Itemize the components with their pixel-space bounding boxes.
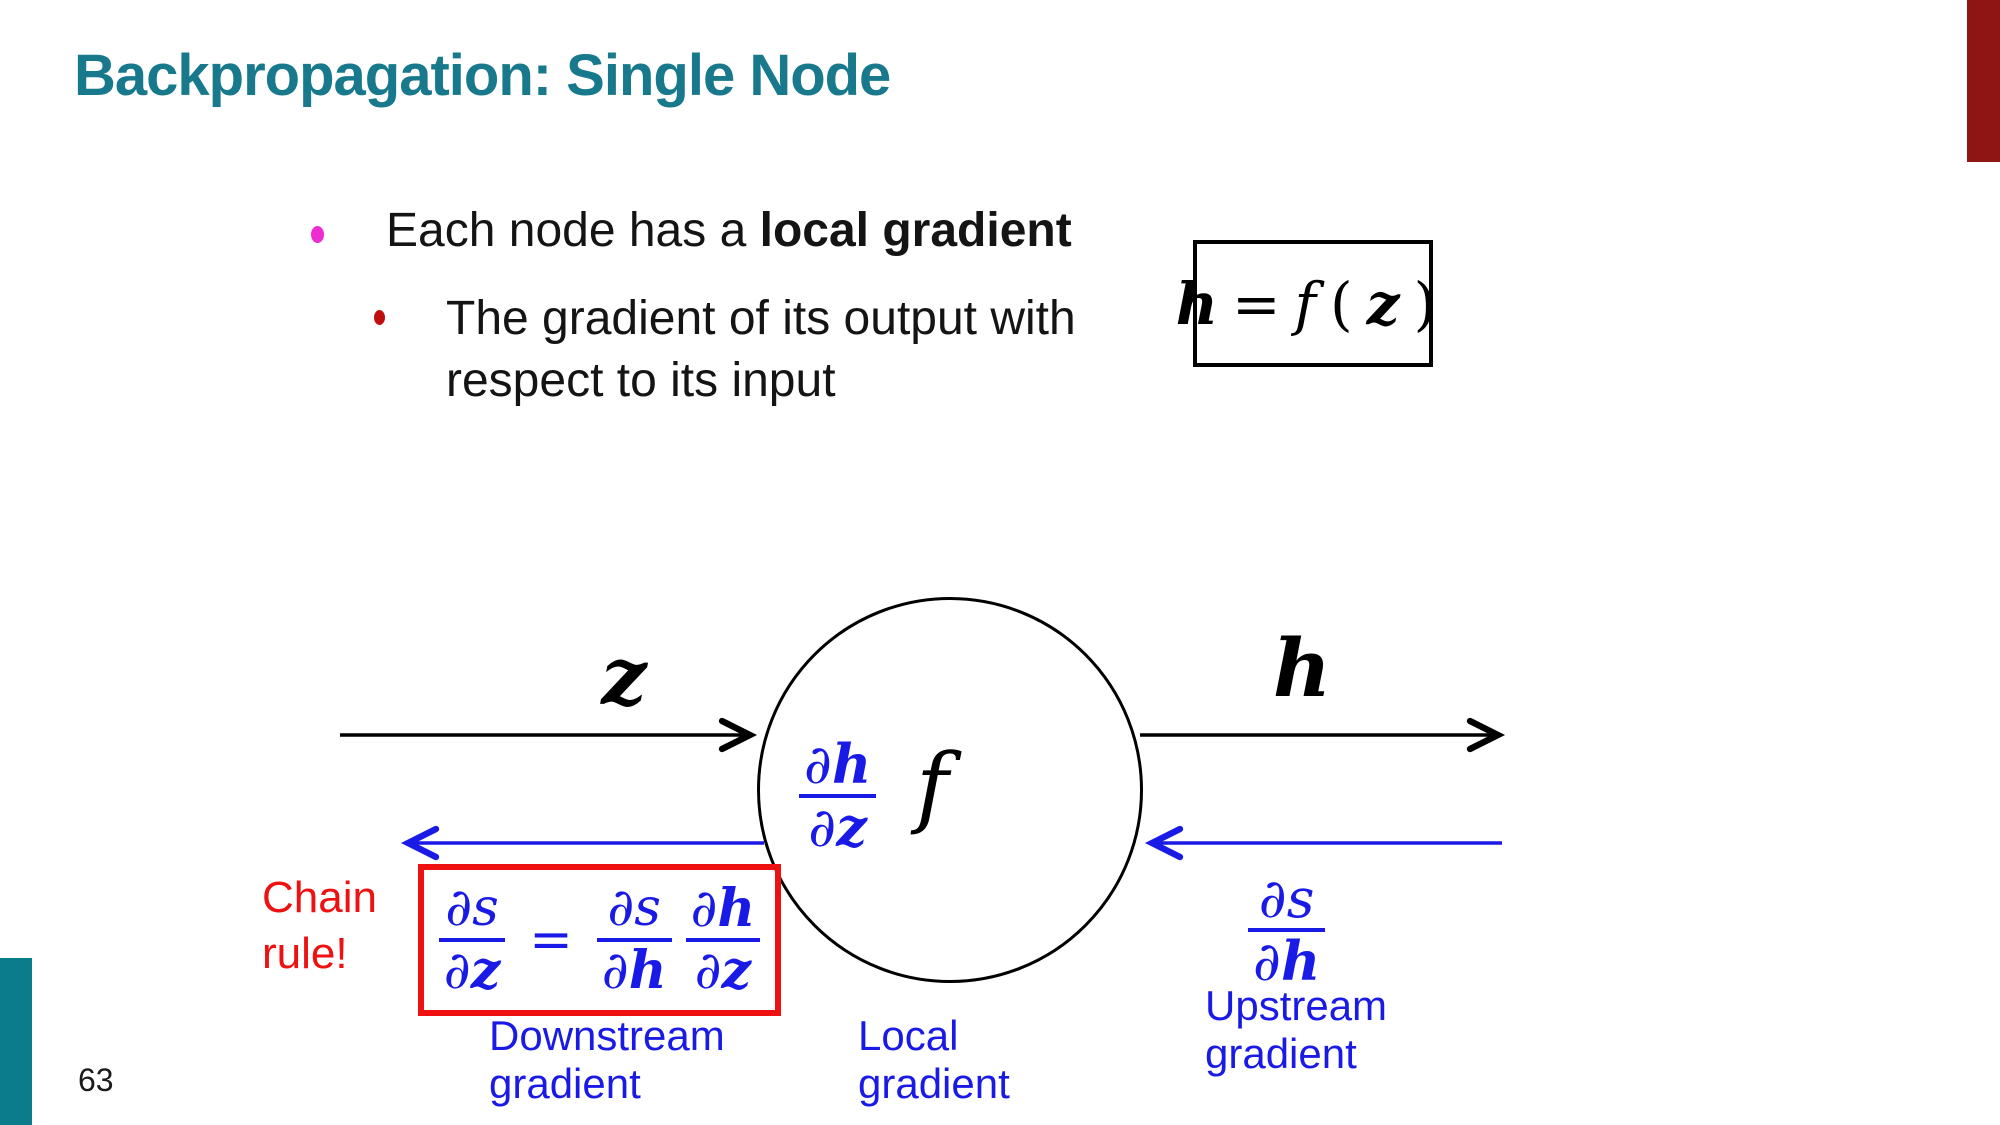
upstream-caption-line1: Upstream [1205,982,1388,1029]
fraction-bar [799,794,877,799]
node-formula-box: h = f ( z ) [1176,240,1436,367]
upstream-caption-line2: gradient [1205,1030,1357,1077]
chain-local-fraction: ∂h ∂z [685,881,761,999]
bullet-marker-1 [311,226,324,243]
local-caption-line1: Local [858,1012,959,1059]
chain-rule-note-line2: rule! [262,929,348,978]
node-function-f: f [916,734,949,837]
page-number: 63 [78,1062,114,1098]
bullet-text-2-line2: respect to its input [446,354,836,407]
bullet-text-2-line1: The gradient of its output with [446,292,1076,345]
input-label-z: z [601,629,647,723]
chain-rule-formula-box: ∂s ∂z = ∂s ∂h ∂h ∂z [418,864,781,1016]
formula-z: z [1366,269,1400,338]
downstream-gradient-caption: Downstream gradient [489,1012,725,1108]
chain-rule-note: Chain rule! [262,870,377,982]
fraction-numerator: ∂s [1258,867,1315,930]
top-right-accent-bar [1967,0,2000,162]
upstream-gradient-caption: Upstream gradient [1205,982,1387,1078]
bullet-marker-2 [374,310,385,325]
fraction-denominator: ∂h [1253,929,1321,994]
formula-f: f [1294,269,1317,338]
bottom-left-accent-bar [0,958,32,1125]
local-gradient-fraction: ∂h ∂z [799,732,877,860]
bullet-text-1-regular: Each node has a [386,204,760,257]
chain-rule-note-line1: Chain [262,873,377,922]
function-node-circle [757,597,1143,983]
fraction-denominator: ∂z [808,795,867,860]
formula-lparen: ( [1330,269,1353,338]
downstream-gradient-fraction: ∂s ∂z [438,881,506,998]
local-caption-line2: gradient [858,1060,1010,1107]
local-gradient-caption: Local gradient [858,1012,1010,1108]
formula-equals: = [1231,269,1281,338]
downstream-caption-line2: gradient [489,1060,641,1107]
chain-rule-equals: = [529,910,573,970]
fraction-bar [1248,928,1326,933]
bullet-text-1-bold: local gradient [759,204,1072,257]
bullet-text-2: The gradient of its output with respect … [446,288,1076,412]
formula-h: h [1175,269,1218,338]
formula-rparen: ) [1413,269,1437,338]
chain-upstream-fraction: ∂s ∂h [596,881,672,998]
upstream-gradient-fraction: ∂s ∂h [1248,867,1326,994]
bullet-text-1: Each node has a local gradient [386,200,1072,262]
fraction-numerator: ∂h [804,732,872,796]
output-label-h: h [1272,621,1332,715]
downstream-caption-line1: Downstream [489,1012,725,1059]
slide-title: Backpropagation: Single Node [74,43,891,108]
